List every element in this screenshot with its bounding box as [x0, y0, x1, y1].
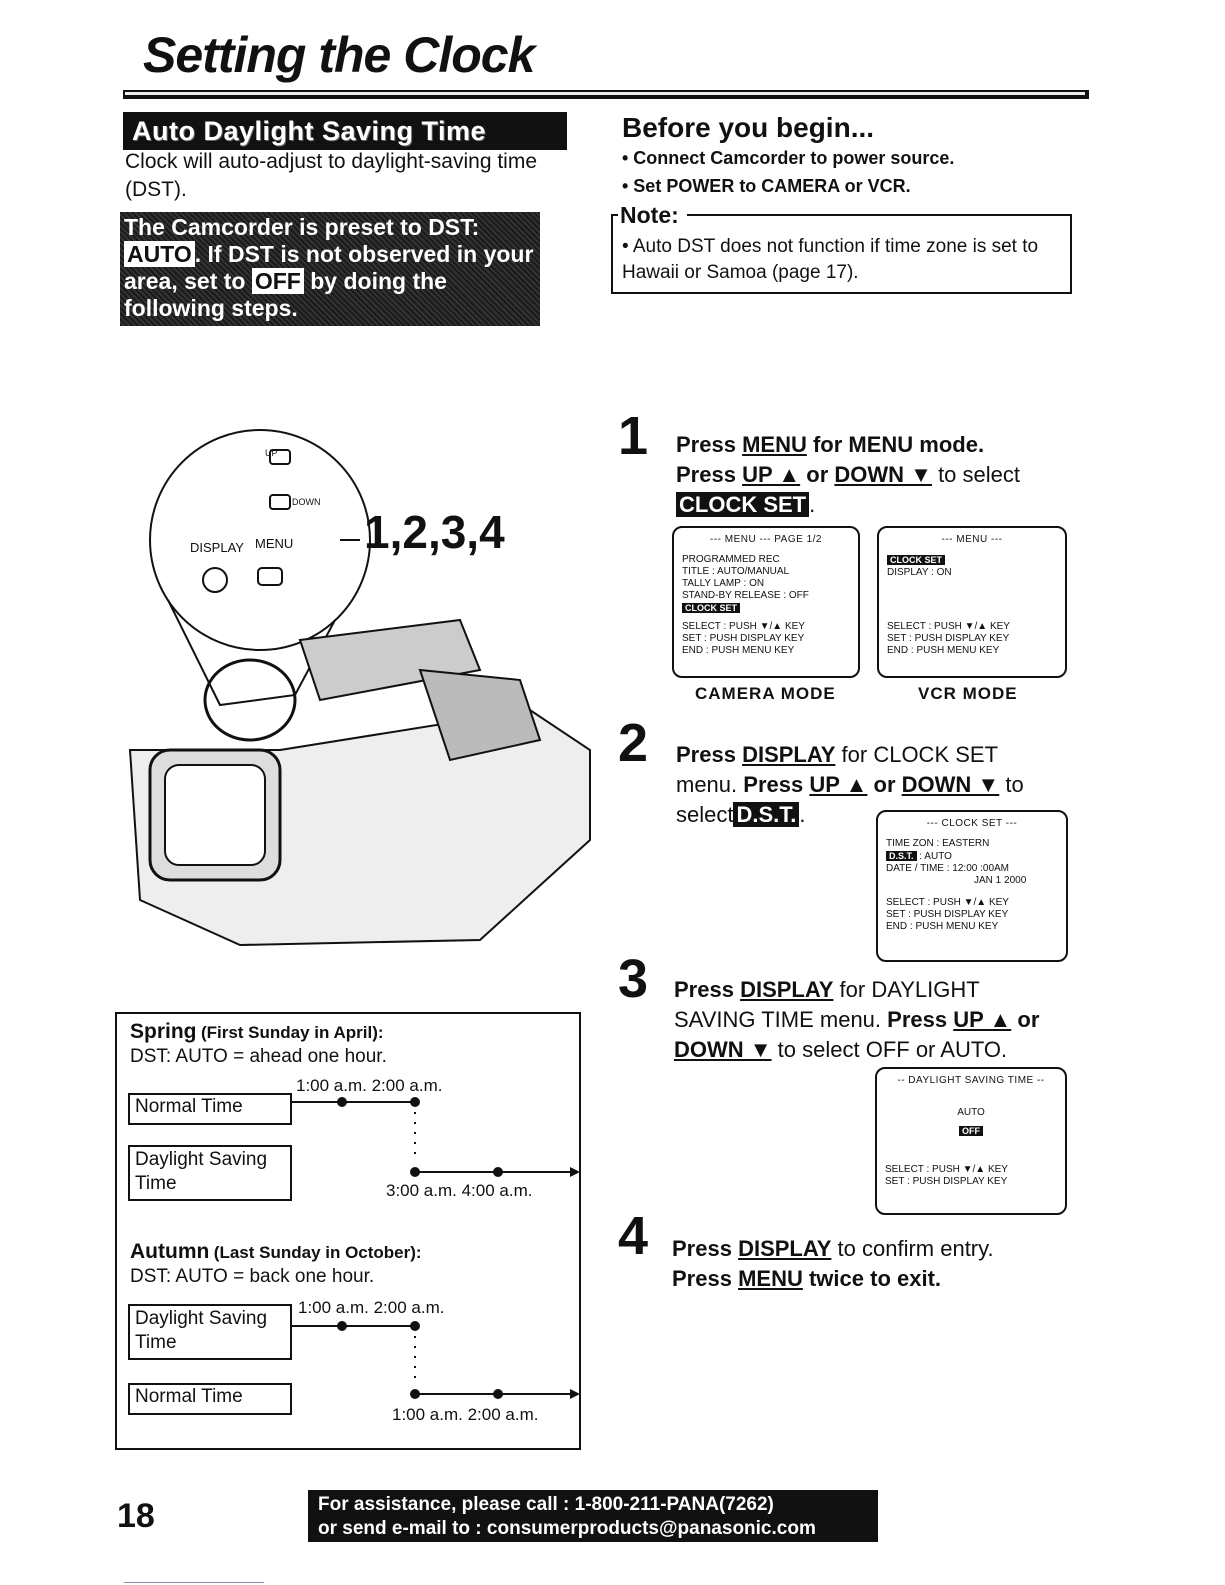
menu-label: MENU [255, 536, 294, 551]
autumn-bottom-times: 1:00 a.m. 2:00 a.m. [392, 1405, 539, 1424]
bullet-power: • Connect Camcorder to power source. [622, 148, 955, 168]
down-label: DOWN [292, 497, 321, 507]
spring-heading: Spring (First Sunday in April): [130, 1020, 384, 1043]
step-3-number: 3 [618, 949, 649, 1009]
vcr-mode-caption: VCR MODE [918, 684, 1018, 703]
step-4-number: 4 [618, 1206, 649, 1266]
spring-timeline [290, 1097, 580, 1177]
steps-callout: 1,2,3,4 [364, 506, 505, 558]
step-2-number: 2 [618, 713, 649, 773]
note-text: • Auto DST does not function if time zon… [622, 236, 1039, 283]
autumn-desc: DST: AUTO = back one hour. [130, 1266, 375, 1287]
bullet-mode: • Set POWER to CAMERA or VCR. [622, 176, 911, 196]
autumn-normal-time: Normal Time [128, 1383, 292, 1415]
section-title: Auto Daylight Saving Time [123, 112, 567, 150]
intro-text: Clock will auto-adjust to daylight-savin… [125, 150, 538, 201]
spring-top-times: 1:00 a.m. 2:00 a.m. [296, 1076, 443, 1095]
step-2-text: Press DISPLAY for CLOCK SET menu. Press … [676, 742, 1024, 827]
preset-notice: The Camcorder is preset to DST: AUTO. If… [120, 212, 540, 326]
camera-mode-caption: CAMERA MODE [695, 684, 836, 703]
autumn-top-times: 1:00 a.m. 2:00 a.m. [298, 1298, 445, 1317]
dst-explanation-box [115, 1012, 581, 1450]
page-number: 18 [117, 1497, 155, 1535]
page-title: Setting the Clock [143, 27, 535, 83]
autumn-heading: Autumn (Last Sunday in October): [130, 1240, 422, 1263]
autumn-timeline [290, 1321, 580, 1399]
dst-chip: D.S.T. [733, 802, 800, 827]
clock-set-chip: CLOCK SET [676, 492, 810, 517]
step-4-text: Press DISPLAY to confirm entry. Press ME… [672, 1236, 994, 1291]
assistance-banner: For assistance, please call : 1-800-211-… [308, 1490, 878, 1542]
spring-bottom-times: 3:00 a.m. 4:00 a.m. [386, 1181, 533, 1200]
step-1-text: Press MENU for MENU mode. Press UP ▲ or … [676, 432, 1020, 517]
camcorder-illustration [128, 429, 591, 947]
up-label: UP [265, 448, 278, 458]
vcr-mode-screen: --- MENU --- CLOCK SET DISPLAY : ON SELE… [877, 526, 1067, 678]
clock-set-screen: --- CLOCK SET --- TIME ZON : EASTERN D.S… [876, 810, 1068, 962]
spring-normal-time: Normal Time [128, 1093, 292, 1125]
off-chip: OFF [251, 268, 304, 294]
note-label: Note: [618, 202, 687, 229]
spring-desc: DST: AUTO = ahead one hour. [130, 1046, 387, 1067]
display-label: DISPLAY [190, 540, 244, 555]
before-heading: Before you begin... [622, 112, 875, 143]
dst-screen: -- DAYLIGHT SAVING TIME -- AUTO OFF SELE… [875, 1067, 1067, 1215]
note-box [611, 214, 1072, 294]
camera-mode-screen: --- MENU --- PAGE 1/2 PROGRAMMED REC TIT… [672, 526, 860, 678]
note-top-rule [611, 214, 1072, 216]
step-1-number: 1 [618, 406, 649, 466]
title-rule-inner [125, 92, 1085, 95]
auto-chip: AUTO [124, 241, 195, 267]
step-3-text: Press DISPLAY for DAYLIGHT SAVING TIME m… [674, 977, 1040, 1062]
footer-rule [124, 1582, 264, 1583]
